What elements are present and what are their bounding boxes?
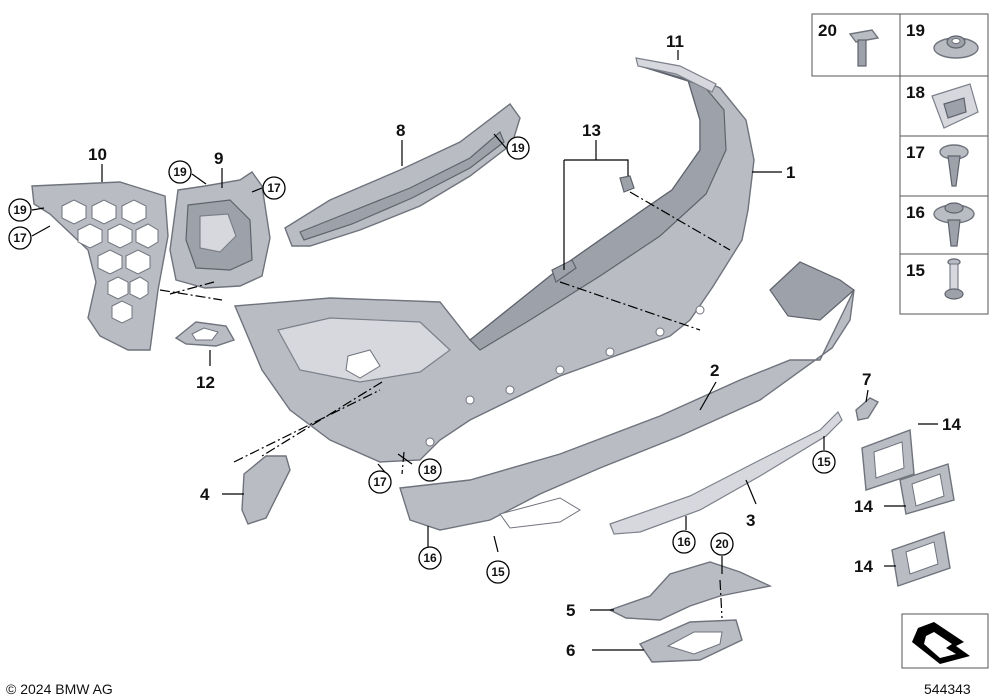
callout-17a: 17 (267, 181, 281, 195)
callout-17b: 17 (13, 231, 27, 245)
callout-14c: 14 (854, 557, 873, 576)
nut-19-icon (933, 35, 979, 59)
part-13-clips (551, 175, 635, 283)
callout-11: 11 (666, 32, 684, 51)
part-9-bracket (169, 171, 271, 289)
callout-8: 8 (396, 121, 405, 140)
part-11-strip (635, 57, 717, 93)
legend-18: 18 (906, 83, 925, 102)
screw-17-icon (939, 144, 969, 187)
rivet-15-icon (944, 258, 964, 300)
legend-20: 20 (818, 21, 837, 40)
callout-13: 13 (582, 121, 601, 140)
copyright-text: © 2024 BMW AG (6, 681, 113, 697)
callout-14a: 14 (942, 415, 961, 434)
callout-19c: 19 (13, 203, 27, 217)
part-1-bumper-cover (233, 59, 755, 463)
part-7-cap (855, 397, 880, 421)
callout-16a: 16 (423, 551, 437, 565)
callout-12: 12 (196, 373, 215, 392)
callout-18: 18 (423, 463, 437, 477)
legend-19: 19 (906, 21, 925, 40)
callout-19a: 19 (511, 141, 525, 155)
part-3-diffuser (609, 410, 843, 535)
callout-9: 9 (214, 149, 223, 168)
callout-7: 7 (862, 370, 871, 389)
callout-14b: 14 (854, 497, 873, 516)
part-2-lower-trim (399, 261, 855, 531)
part-12-frame (174, 321, 236, 347)
callout-4: 4 (200, 485, 210, 504)
callout-10: 10 (88, 145, 107, 164)
callout-2: 2 (710, 361, 719, 380)
part-5-bracket (608, 561, 773, 621)
fastener-legend: 20 19 18 17 16 15 (811, 13, 989, 315)
part-14-plates (861, 429, 955, 587)
legend-16: 16 (906, 203, 925, 222)
callout-3: 3 (746, 511, 755, 530)
callout-6: 6 (566, 641, 575, 660)
orientation-icon (901, 613, 989, 669)
leader-lines (31, 50, 938, 651)
part-6-exhaust-trim (638, 619, 743, 663)
callout-20: 20 (715, 537, 729, 551)
legend-15: 15 (906, 261, 925, 280)
assembly-lines (159, 191, 731, 619)
callout-15b: 15 (491, 565, 505, 579)
part-4-grille (241, 455, 291, 525)
callout-1: 1 (786, 163, 795, 182)
circled-callouts: 19 19 17 19 17 18 17 15 16 15 16 20 (8, 136, 836, 584)
screw-16-icon (933, 202, 975, 247)
bolt-20-icon (848, 29, 880, 67)
callout-5: 5 (566, 601, 575, 620)
callout-19b: 19 (173, 165, 187, 179)
callout-labels: 1 2 3 4 5 6 7 8 9 10 11 12 13 14 14 14 (88, 32, 961, 660)
legend-17: 17 (906, 143, 925, 162)
callout-17c: 17 (373, 475, 387, 489)
callout-15a: 15 (817, 455, 831, 469)
part-10-bracket-left (31, 181, 169, 351)
callout-16b: 16 (677, 535, 691, 549)
diagram-id: 544343 (924, 681, 971, 697)
clip-18-icon (931, 83, 979, 129)
